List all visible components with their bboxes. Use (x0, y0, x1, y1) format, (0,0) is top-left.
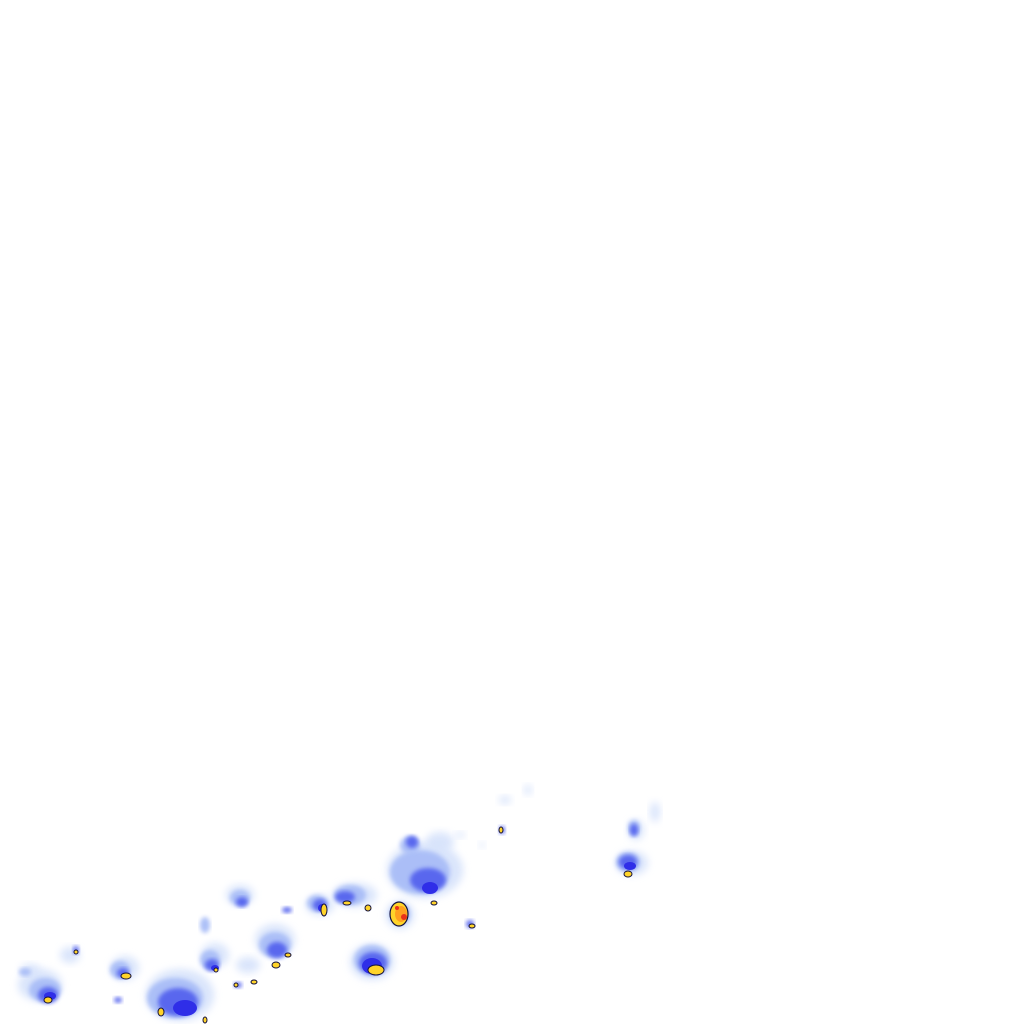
echo-light-medium-35 (200, 917, 210, 933)
echo-heavy-69 (202, 1016, 208, 1024)
echo-medium-54 (114, 997, 122, 1003)
echo-heavy-77 (364, 904, 372, 912)
echo-heavy-83 (73, 949, 79, 955)
echo-heavy-67 (120, 972, 132, 980)
echo-light-16 (455, 832, 465, 838)
echo-heavy-76 (342, 900, 352, 906)
echo-heavy-71 (233, 982, 239, 988)
echo-medium-46 (406, 836, 418, 848)
echo-light-19 (236, 957, 260, 973)
echo-light-15 (524, 785, 532, 795)
echo-heavy-82 (623, 870, 633, 878)
echo-heavy-66 (43, 996, 53, 1004)
echo-medium-42 (236, 897, 248, 907)
echo-medium-43 (267, 942, 287, 958)
echo-medium-51 (282, 907, 292, 913)
echo-heavy-80 (468, 923, 476, 929)
echo-light-9 (426, 832, 454, 852)
echo-strong-58 (173, 1000, 197, 1016)
echo-light-17 (479, 842, 485, 848)
echo-light-14 (499, 796, 511, 804)
echo-heavy-78 (367, 964, 385, 976)
echo-intense-86 (401, 914, 407, 920)
echo-heavy-72 (250, 979, 258, 985)
echo-strong-62 (624, 862, 636, 870)
echo-heavy-73 (271, 961, 281, 969)
echo-intense-87 (395, 906, 399, 910)
echo-heavy-75 (320, 903, 328, 917)
echo-heavy-81 (498, 826, 504, 834)
echo-heavy-74 (284, 952, 292, 958)
echo-heavy-68 (157, 1007, 165, 1017)
echo-light-13 (650, 802, 660, 822)
echo-heavy-79 (430, 900, 438, 906)
precipitation-cells (18, 785, 660, 1024)
echo-strong-60 (422, 882, 438, 894)
echo-medium-49 (630, 824, 638, 836)
echo-light-medium-34 (19, 968, 31, 976)
echo-heavy-70 (213, 967, 219, 973)
echo-medium-44 (335, 891, 355, 903)
